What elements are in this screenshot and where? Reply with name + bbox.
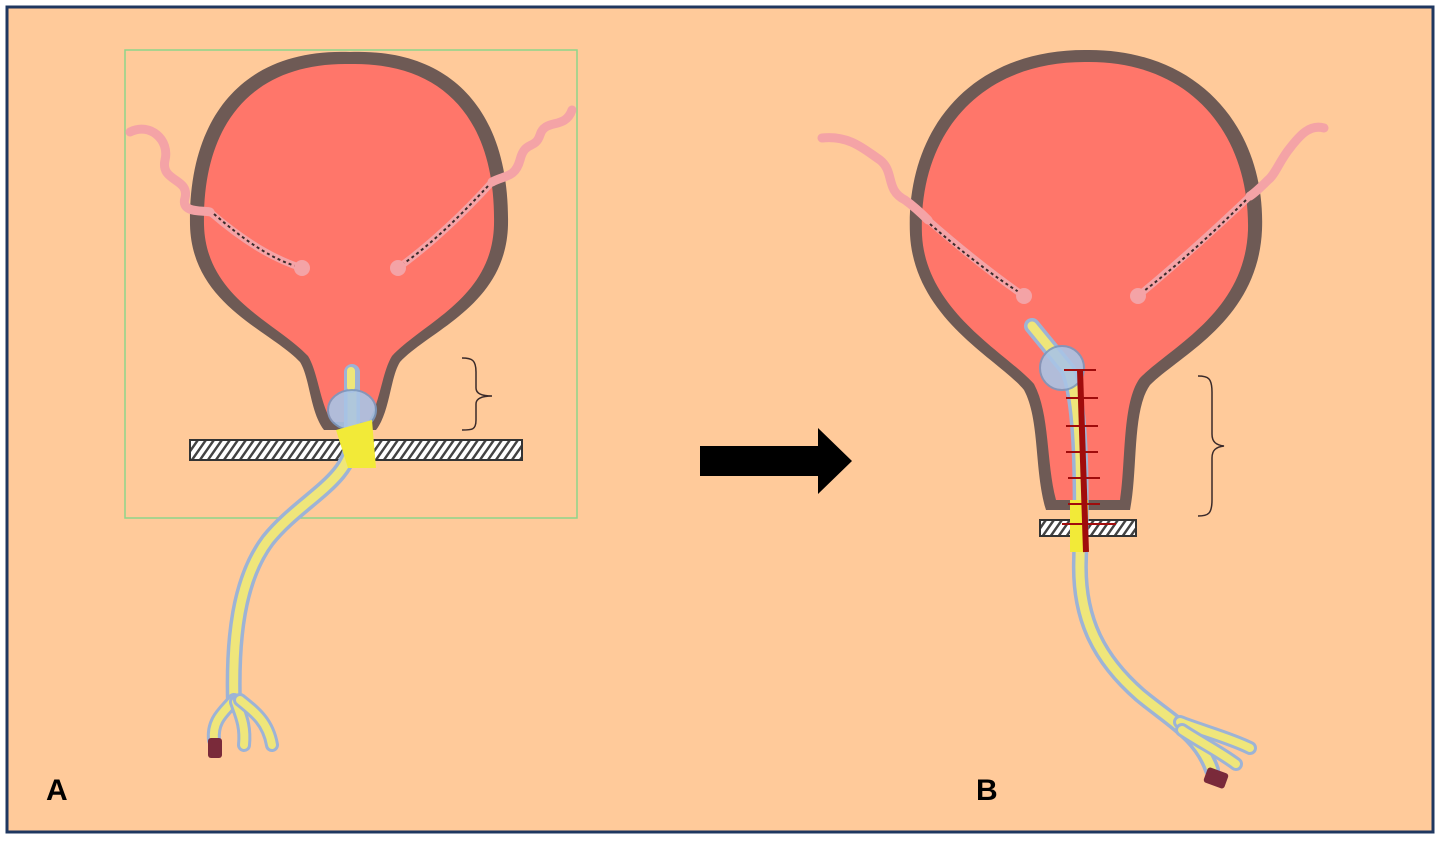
ureter-left-dots — [929, 223, 1023, 295]
bladder-lumen — [921, 61, 1249, 500]
ureteral-orifice-right — [390, 260, 406, 276]
ureter-left — [817, 133, 933, 225]
bracket-a — [461, 357, 493, 431]
ureter-right — [487, 105, 577, 187]
ureter-right-dots — [399, 185, 489, 267]
ureteral-orifice-left — [1016, 288, 1032, 304]
catheter-balloon — [1039, 345, 1085, 391]
right-arrow-icon — [700, 428, 852, 494]
panel-label-b: B — [976, 774, 998, 807]
foley-catheter — [206, 364, 377, 758]
selection-outline — [124, 49, 578, 519]
foley-catheter — [1024, 318, 1257, 789]
bladder-lumen — [203, 63, 495, 422]
panel-label-a: A — [46, 774, 68, 807]
ureteral-orifice-left — [294, 260, 310, 276]
ureter-right-dots — [1139, 199, 1247, 295]
bracket-b — [1197, 375, 1225, 517]
ureter-left-intramural — [925, 217, 1026, 299]
suture-line — [1062, 369, 1116, 553]
ureter-right — [1245, 122, 1329, 201]
panel-b: B — [817, 49, 1329, 807]
ureteral-orifice-right — [1130, 288, 1146, 304]
catheter-hub-yellow — [336, 420, 376, 468]
ureter-left — [125, 124, 215, 217]
panel-a: A — [46, 49, 578, 807]
ureter-left-dots — [213, 213, 303, 269]
